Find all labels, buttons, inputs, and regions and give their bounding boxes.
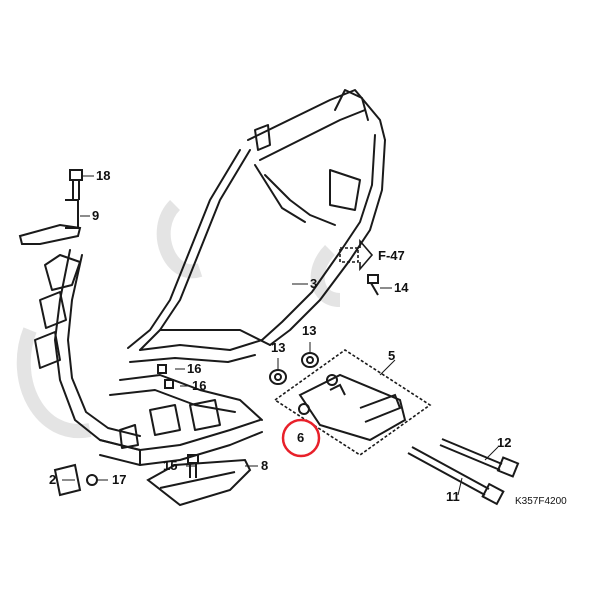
highlight-circle bbox=[281, 418, 321, 458]
callout-14: 14 bbox=[394, 280, 409, 295]
nut-part-17 bbox=[86, 474, 98, 486]
bracket-part-9 bbox=[18, 199, 82, 245]
callout-3: 3 bbox=[310, 276, 318, 291]
callout-11: 11 bbox=[446, 489, 460, 504]
callout-16-upper: 16 bbox=[187, 361, 202, 376]
frame-body bbox=[34, 89, 386, 466]
callout-17: 17 bbox=[112, 472, 127, 487]
floor-plate-part-8 bbox=[146, 458, 252, 507]
callout-9: 9 bbox=[92, 208, 100, 223]
leader-lines bbox=[62, 175, 499, 496]
bushing-part-13 bbox=[269, 352, 319, 385]
reference-label: F-47 bbox=[378, 248, 405, 263]
long-bolts-parts-11-12 bbox=[407, 438, 520, 506]
bolt-part-18 bbox=[69, 169, 83, 200]
bolt-part-14 bbox=[367, 274, 379, 296]
drawing-code: K357F4200 bbox=[515, 496, 567, 507]
callout-2: 2 bbox=[49, 472, 57, 487]
callout-8: 8 bbox=[261, 458, 269, 473]
callout-13-lower: 13 bbox=[271, 340, 286, 355]
callout-6: 6 bbox=[297, 430, 305, 445]
callout-18: 18 bbox=[96, 168, 111, 183]
bolt-part-16 bbox=[157, 364, 174, 389]
callout-13-upper: 13 bbox=[302, 323, 317, 338]
callout-5: 5 bbox=[388, 348, 396, 363]
bracket-part-2 bbox=[53, 463, 82, 497]
engine-mount-assembly-part-5 bbox=[273, 349, 432, 456]
callout-12: 12 bbox=[497, 435, 512, 450]
callout-16-lower: 16 bbox=[192, 378, 207, 393]
callout-15: 15 bbox=[163, 458, 178, 473]
reference-arrow bbox=[339, 238, 374, 272]
